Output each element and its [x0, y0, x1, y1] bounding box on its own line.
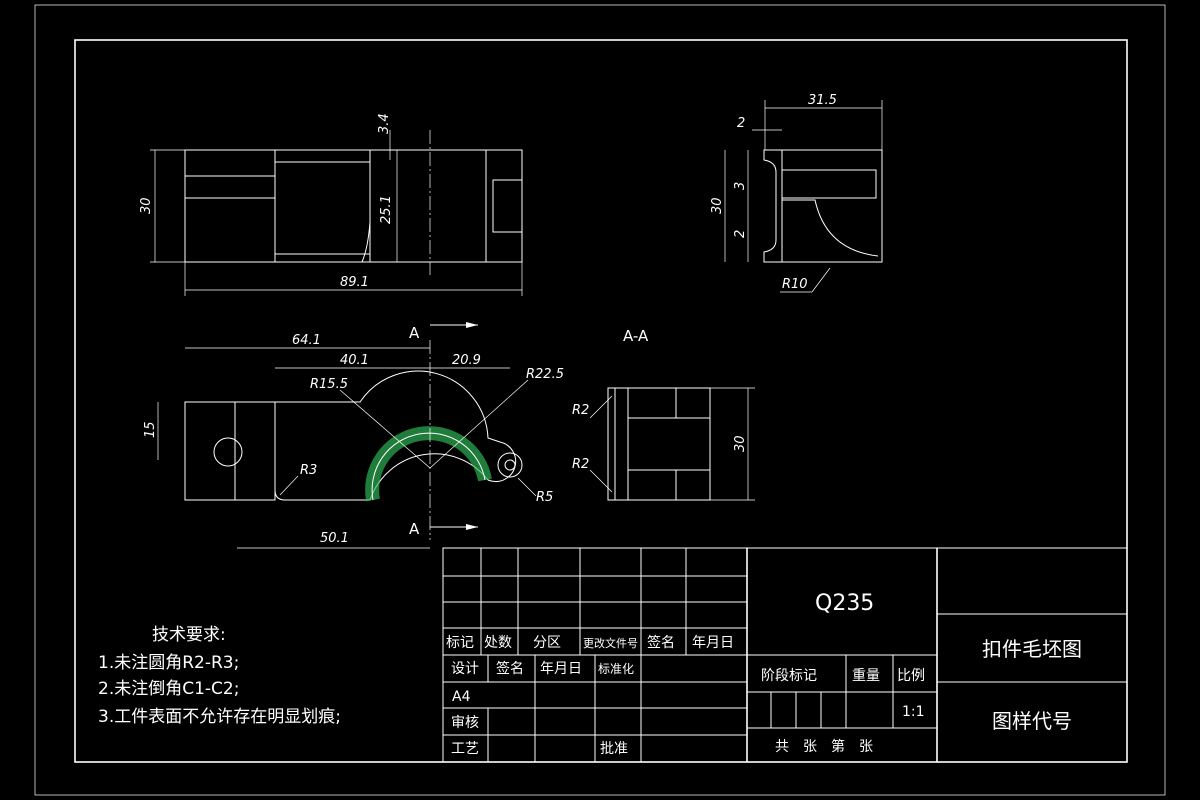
stage-label: 阶段标记	[761, 668, 817, 684]
requirement-item: 2.未注倒角C1-C2;	[98, 679, 239, 699]
side-view-lip	[763, 149, 783, 263]
section-hatch-bottom	[675, 469, 711, 501]
dim-2: 2	[737, 116, 745, 131]
dim-15: 15	[143, 421, 158, 438]
arrow-head	[466, 524, 478, 530]
section-label-bottom: A	[409, 520, 420, 538]
review-cell: 审核	[451, 715, 479, 731]
header-cell: 更改文件号	[583, 636, 638, 650]
header-cell: 处数	[484, 635, 512, 651]
side-view-slot	[781, 169, 877, 199]
top-view-left-slot	[184, 175, 276, 199]
front-view: 64.1 40.1 20.9 R15.5 R22.5 15 R3 R5 50.1…	[143, 322, 564, 549]
approve-cell: 批准	[600, 741, 628, 757]
dim-r15-5: R15.5	[310, 377, 348, 392]
dim-30: 30	[139, 197, 154, 214]
title-block: 标记 处数 分区 更改文件号 签名 年月日 设计 签名 年月日 标准化 A4 审…	[442, 547, 1128, 763]
requirements-title: 技术要求:	[152, 625, 226, 645]
section-outline	[607, 387, 711, 501]
header-cell: 分区	[533, 635, 561, 651]
dim-2-lower: 2	[733, 230, 748, 238]
leader	[811, 267, 831, 293]
dim-r10: R10	[782, 277, 808, 292]
section-label-top: A	[409, 324, 420, 342]
side-view: 31.5 2 30 3 2 R10	[710, 93, 883, 293]
leader	[339, 389, 431, 469]
dim-3: 3	[733, 182, 748, 190]
top-view-left-hatch	[184, 149, 276, 263]
top-view: 30 3.4 25.1 89.1	[139, 113, 523, 296]
arrow-head	[466, 322, 478, 328]
leader	[517, 477, 537, 497]
top-view-right-hatch	[485, 149, 523, 263]
front-left-hole	[213, 437, 243, 467]
dim-r3: R3	[300, 463, 317, 478]
leader	[589, 469, 613, 493]
side-view-bore	[782, 199, 879, 257]
process-cell: 工艺	[451, 741, 479, 757]
top-view-bore	[274, 149, 371, 263]
front-left-block-b	[234, 401, 276, 501]
dim-r5: R5	[536, 490, 553, 505]
dim-r2-top: R2	[572, 403, 589, 418]
leader	[429, 379, 529, 469]
leader	[279, 475, 299, 496]
front-left-block	[184, 401, 236, 501]
dim-20-9: 20.9	[452, 353, 481, 368]
dim-50-1: 50.1	[320, 531, 349, 546]
front-right-hole	[504, 459, 516, 471]
outer-frame	[34, 4, 1166, 796]
dim-30-section: 30	[733, 435, 748, 452]
design-cell: 签名	[496, 660, 524, 677]
front-arc	[371, 432, 486, 501]
dim-30-side: 30	[710, 197, 725, 214]
top-view-fillet	[361, 221, 371, 263]
dim-64-1: 64.1	[292, 333, 321, 348]
section-view: A-A 30 R2 R2	[572, 327, 755, 501]
requirement-item: 1.未注圆角R2-R3;	[98, 653, 239, 673]
scale-value: 1:1	[902, 704, 925, 720]
section-hatch-top	[675, 387, 711, 419]
section-wall	[614, 387, 629, 501]
dim-r2-bottom: R2	[572, 457, 589, 472]
dim-89-1: 89.1	[340, 275, 369, 290]
header-cell: 签名	[647, 634, 675, 651]
header-cell: 标记	[446, 635, 474, 651]
size-cell: A4	[452, 689, 471, 705]
section-title: A-A	[623, 327, 649, 345]
material-text: Q235	[815, 591, 874, 616]
design-cell: 标准化	[598, 662, 634, 676]
leader	[589, 395, 613, 419]
sheets-text: 共 张 第 张	[775, 738, 873, 755]
dim-3-4: 3.4	[377, 113, 392, 134]
drawing-code-label: 图样代号	[992, 709, 1072, 733]
header-cell: 年月日	[692, 635, 734, 651]
scale-label: 比例	[897, 668, 925, 684]
drawing-name: 扣件毛坯图	[982, 637, 1082, 661]
dim-31-5: 31.5	[808, 93, 837, 108]
dim-25-1: 25.1	[379, 195, 394, 224]
design-cell: 年月日	[540, 661, 582, 677]
top-view-right-slot	[492, 179, 523, 233]
design-cell: 设计	[451, 661, 479, 677]
tech-requirements: 技术要求: 1.未注圆角R2-R3; 2.未注倒角C1-C2; 3.工件表面不允…	[98, 625, 341, 727]
requirement-item: 3.工件表面不允许存在明显划痕;	[98, 707, 341, 727]
dim-40-1: 40.1	[340, 353, 369, 368]
side-view-hatch	[781, 149, 883, 263]
weight-label: 重量	[852, 668, 880, 684]
dim-r22-5: R22.5	[526, 367, 564, 382]
front-right-eye	[497, 452, 523, 478]
